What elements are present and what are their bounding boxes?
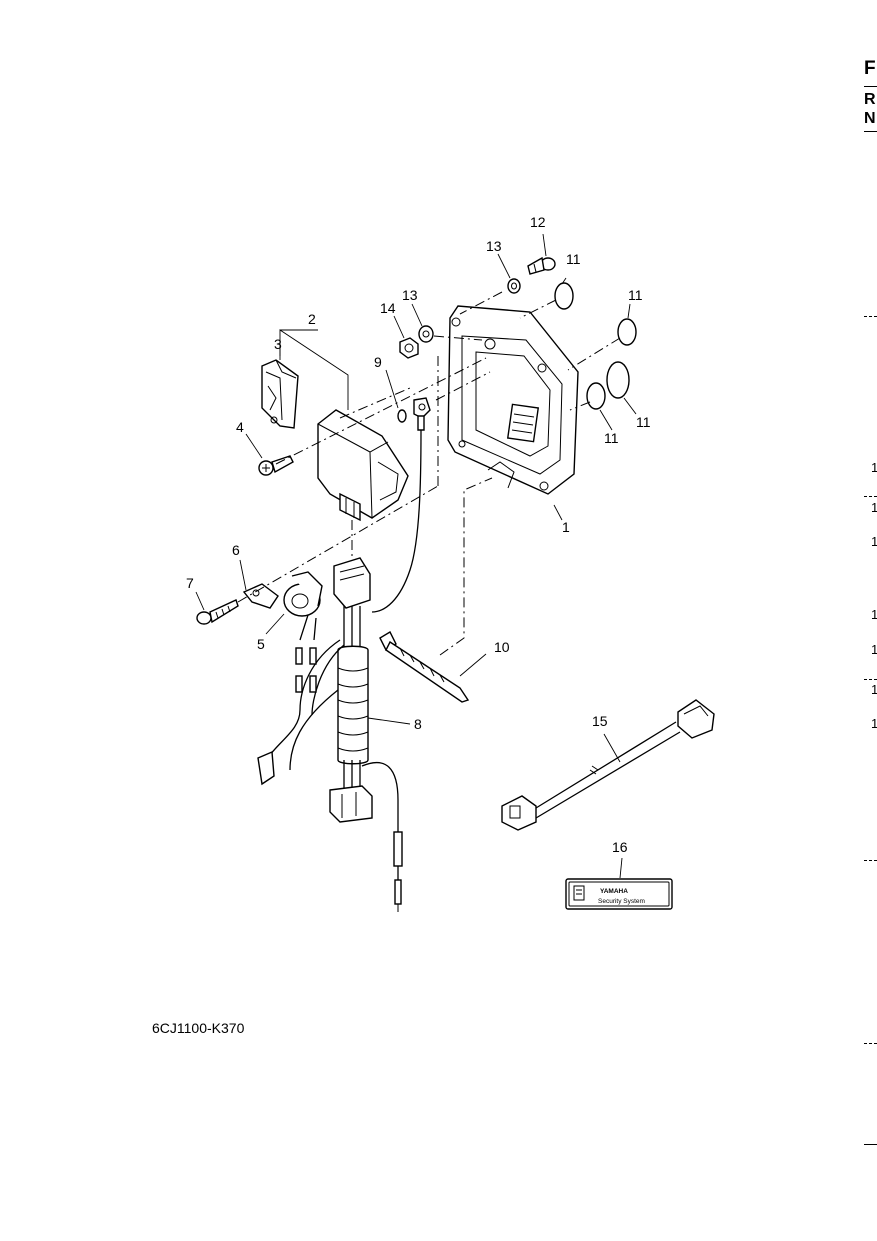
edge-dash bbox=[864, 860, 877, 861]
callout-11-d: 11 bbox=[636, 414, 651, 430]
callout-14: 14 bbox=[380, 300, 396, 316]
callout-11-c: 11 bbox=[604, 430, 619, 446]
callout-16: 16 bbox=[612, 839, 628, 855]
edge-rule bbox=[864, 131, 877, 132]
callout-4: 4 bbox=[236, 419, 244, 435]
washers bbox=[418, 278, 521, 343]
label-brand: YAMAHA bbox=[600, 888, 628, 895]
edge-letter-r: R bbox=[864, 91, 876, 108]
o-rings bbox=[554, 282, 637, 410]
callout-10: 10 bbox=[494, 639, 510, 655]
cable-tie bbox=[379, 631, 470, 703]
callout-3: 3 bbox=[274, 336, 282, 352]
security-label: YAMAHA Security System bbox=[565, 878, 673, 910]
assembly-lines bbox=[237, 291, 621, 656]
callout-13-b: 13 bbox=[402, 287, 418, 303]
sensor bbox=[283, 571, 323, 617]
edge-digit: 1 bbox=[871, 716, 877, 731]
callout-12: 12 bbox=[530, 214, 546, 230]
housing-box bbox=[447, 305, 579, 495]
callout-15: 15 bbox=[592, 713, 608, 729]
callout-5: 5 bbox=[257, 636, 265, 652]
nut bbox=[399, 337, 419, 359]
callout-8: 8 bbox=[414, 716, 422, 732]
control-unit bbox=[317, 409, 409, 522]
edge-digit: 1 bbox=[871, 460, 877, 475]
callout-11-a: 11 bbox=[566, 251, 581, 267]
cover bbox=[261, 359, 299, 429]
edge-dash bbox=[864, 679, 877, 680]
label-system: Security System bbox=[598, 898, 645, 905]
wiring-harness bbox=[257, 557, 403, 912]
edge-letter-f: F bbox=[864, 58, 876, 79]
edge-digit: 1 bbox=[871, 682, 877, 697]
extension-lead bbox=[501, 699, 715, 831]
edge-rule bbox=[864, 86, 877, 87]
edge-digit: 1 bbox=[871, 500, 877, 515]
callout-numbers: 1 2 3 4 5 6 7 8 9 10 11 11 11 11 12 13 1… bbox=[186, 214, 651, 855]
callout-2: 2 bbox=[308, 311, 316, 327]
callout-6: 6 bbox=[232, 542, 240, 558]
callout-9: 9 bbox=[374, 354, 382, 370]
callout-11-b: 11 bbox=[628, 287, 643, 303]
washer bbox=[371, 397, 431, 613]
edge-digit: 1 bbox=[871, 534, 877, 549]
callout-13-a: 13 bbox=[486, 238, 502, 254]
edge-dash bbox=[864, 1043, 877, 1044]
edge-dash bbox=[864, 496, 877, 497]
leader-lines bbox=[195, 233, 637, 879]
edge-digit: 1 bbox=[871, 642, 877, 657]
edge-letter-n: N bbox=[864, 110, 876, 127]
screw bbox=[196, 599, 239, 625]
callout-1: 1 bbox=[562, 519, 570, 535]
screw-upper bbox=[527, 256, 556, 275]
edge-digit: 1 bbox=[871, 607, 877, 622]
bolt bbox=[258, 455, 294, 476]
callout-7: 7 bbox=[186, 575, 194, 591]
diagram-code: 6CJ1100-K370 bbox=[152, 1020, 245, 1036]
edge-rule bbox=[864, 1144, 877, 1145]
clamp bbox=[242, 583, 279, 609]
edge-dash bbox=[864, 316, 877, 317]
